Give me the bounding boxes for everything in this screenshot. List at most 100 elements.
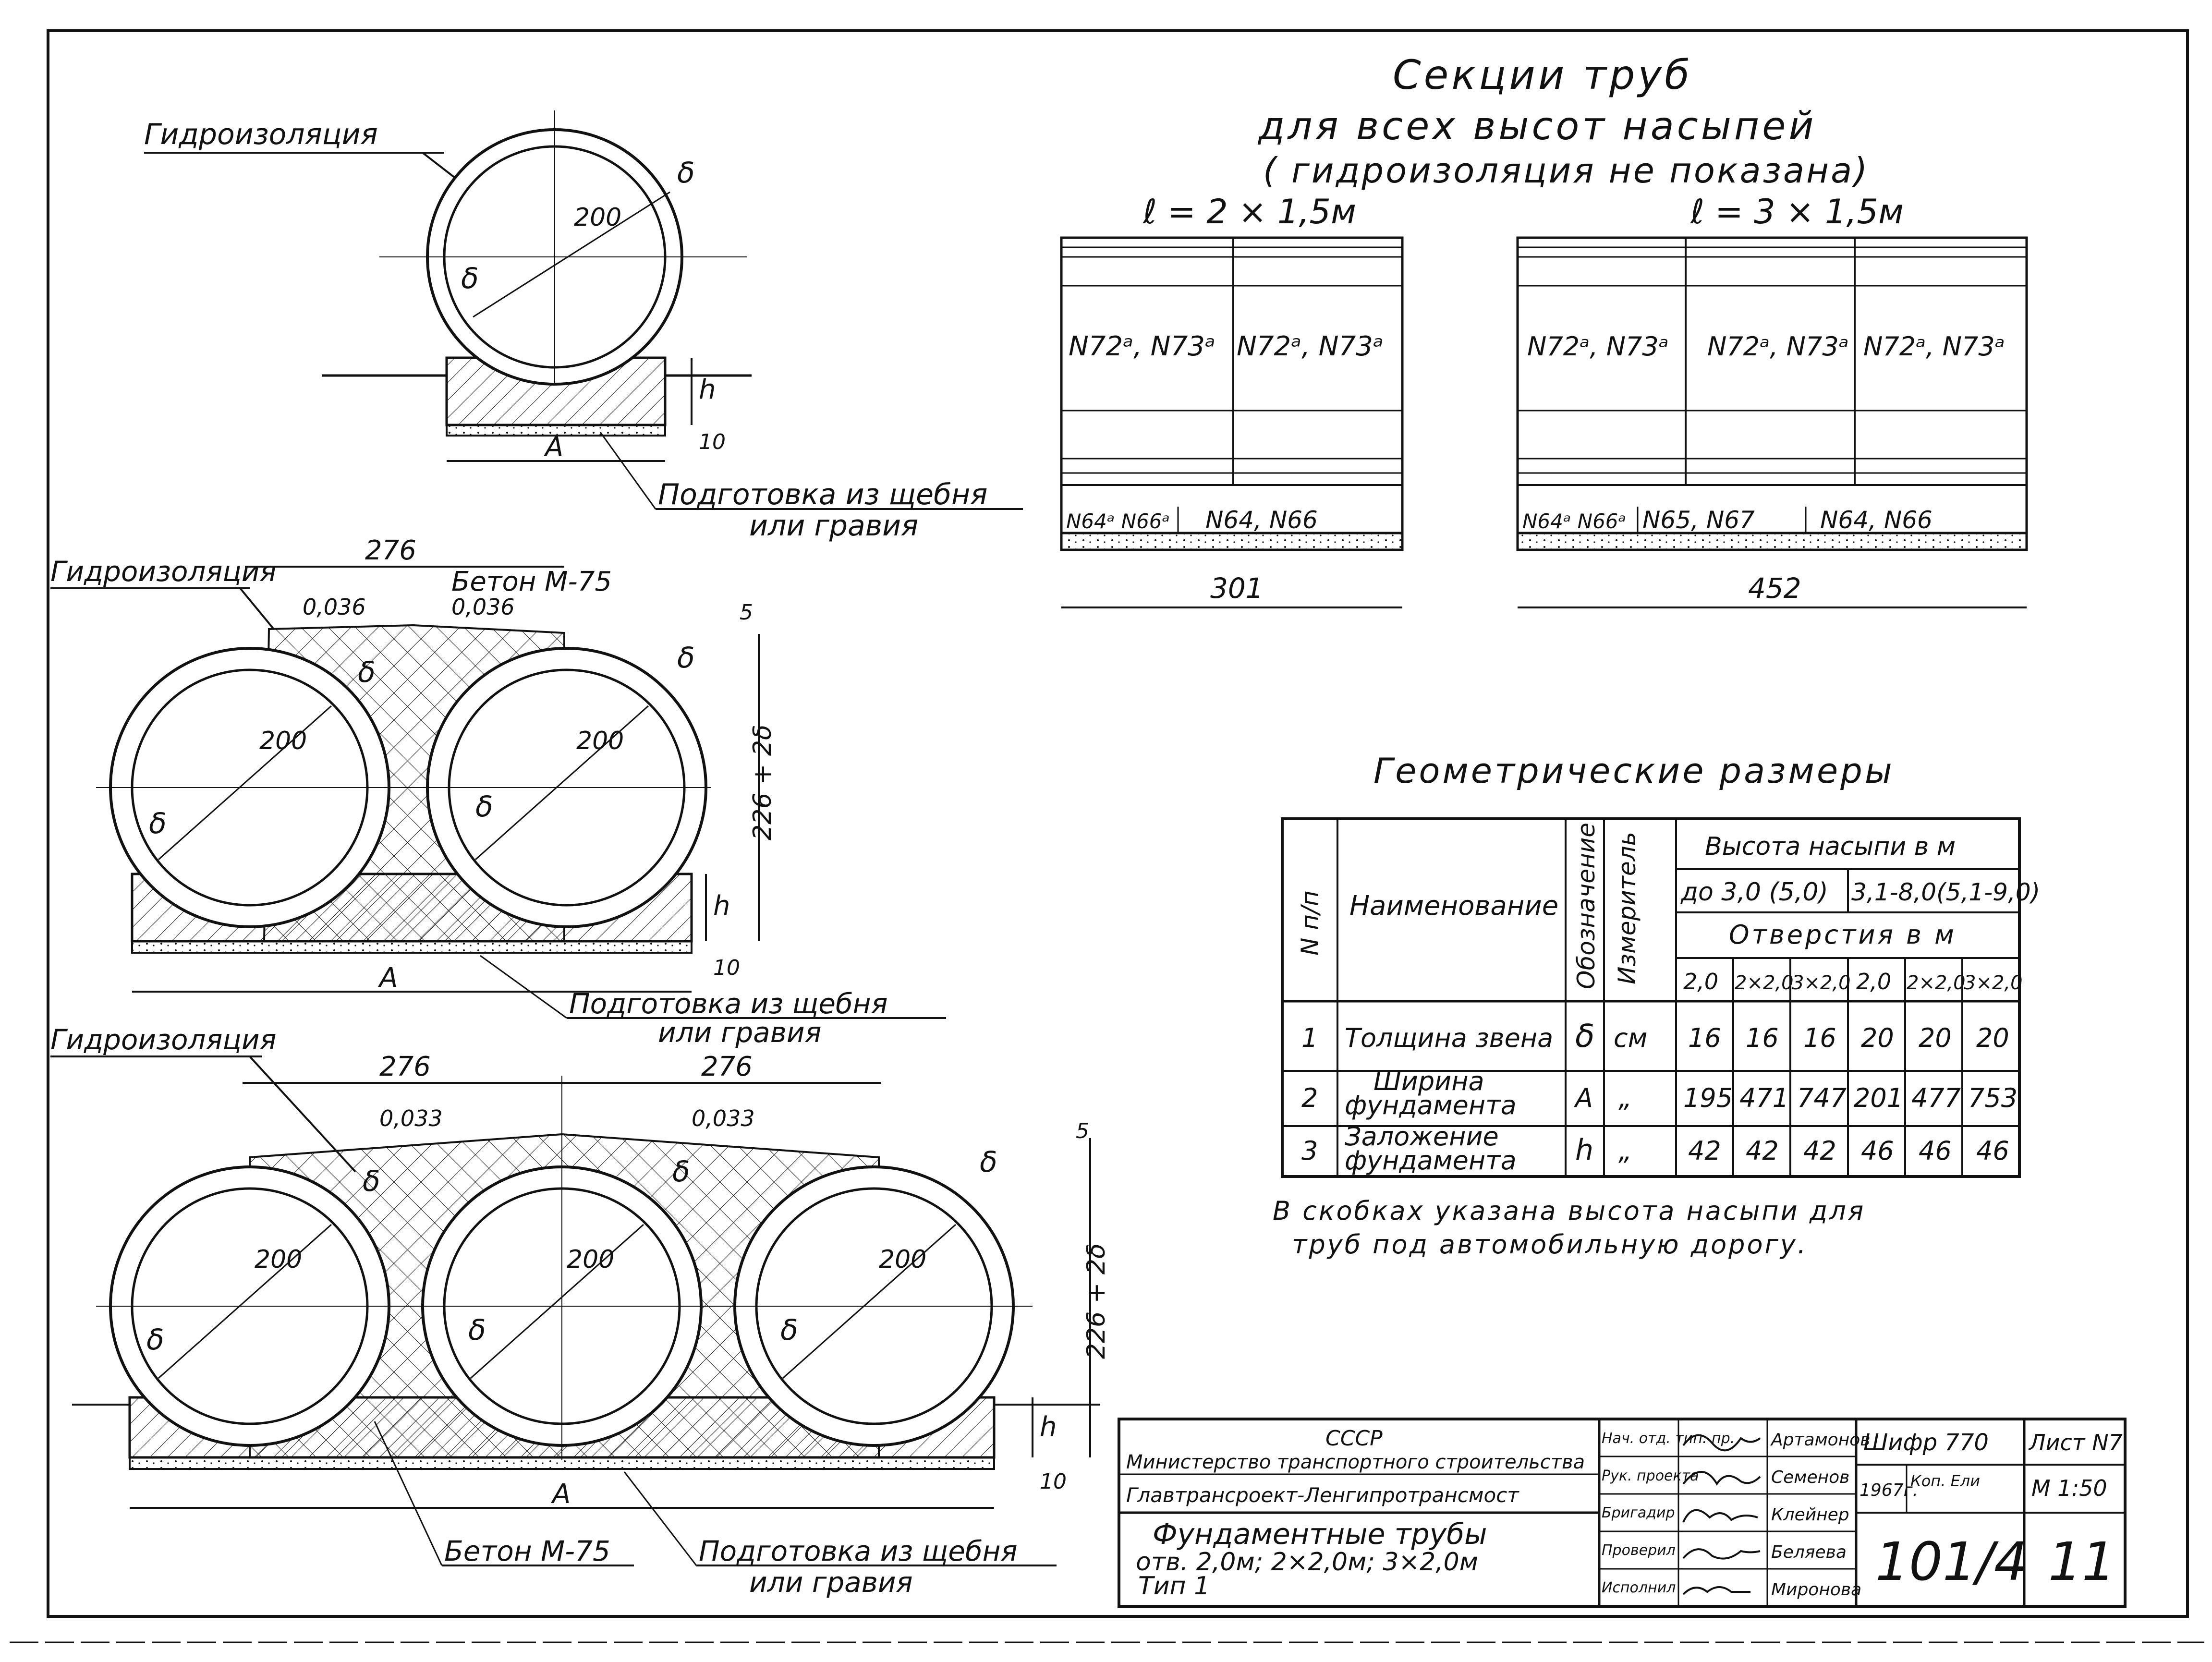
hydro-label-3: Гидроизоляция bbox=[50, 1023, 276, 1056]
geometry-table: Геометрические размеры N п/п Наименовани… bbox=[1273, 751, 2040, 1260]
geom-sub-5: 2×2,0 bbox=[1907, 972, 1966, 994]
prep-label-1: Подготовка из щебня bbox=[658, 478, 987, 511]
stamp-year: 1967г. bbox=[1860, 1480, 1918, 1500]
prep-leader-1 bbox=[599, 432, 656, 510]
geom-r1-v2: 16 bbox=[1746, 1023, 1779, 1053]
geom-h-num: N п/п bbox=[1296, 890, 1324, 956]
left-cell-1: N72ᵃ, N73ᵃ bbox=[1069, 331, 1215, 362]
left-bottom-1: N64ᵃ N66ᵃ bbox=[1066, 510, 1170, 533]
geom-r1-v3: 16 bbox=[1803, 1023, 1836, 1053]
slope-2b: 0,036 bbox=[451, 594, 515, 620]
right-bottom-3: N64, N66 bbox=[1820, 506, 1932, 534]
stamp-title-1: Фундаментные трубы bbox=[1153, 1517, 1487, 1551]
stamp-name-5: Миронова bbox=[1771, 1580, 1861, 1600]
right-cell-2: N72ᵃ, N73ᵃ bbox=[1707, 331, 1849, 362]
geom-r1-n: 1 bbox=[1301, 1023, 1318, 1053]
geom-r1-v4: 20 bbox=[1861, 1023, 1894, 1053]
stamp-code: 101/4 bbox=[1875, 1531, 2028, 1592]
dim-height-label-2: 226 + 2δ bbox=[748, 725, 777, 840]
diam-label-3a: 200 bbox=[255, 1245, 302, 1274]
pipe-sections-block: Секции труб для всех высот насыпей ( гид… bbox=[1060, 51, 2028, 608]
diam-label-3c: 200 bbox=[879, 1245, 926, 1274]
stamp-name-1: Артамонов bbox=[1770, 1430, 1870, 1450]
geom-r2-v1: 195 bbox=[1683, 1083, 1733, 1113]
geom-subheads: 2,0 2×2,0 3×2,0 2,0 2×2,0 3×2,0 bbox=[1683, 969, 2023, 995]
diam-label-2a: 200 bbox=[259, 727, 307, 755]
dim-5-2: 5 bbox=[740, 600, 753, 625]
geom-r1-v1: 16 bbox=[1688, 1023, 1721, 1053]
delta-2c: δ bbox=[149, 807, 167, 840]
geom-r1-v6: 20 bbox=[1976, 1023, 2009, 1053]
concrete-label-3: Бетон М-75 bbox=[444, 1535, 610, 1567]
geom-r1-name: Толщина звена bbox=[1345, 1023, 1553, 1053]
delta-3d: δ bbox=[146, 1323, 164, 1357]
right-cell-1: N72ᵃ, N73ᵃ bbox=[1527, 331, 1669, 362]
right-bottom-2: N65, N67 bbox=[1642, 506, 1755, 534]
stamp-title-2: отв. 2,0м; 2×2,0м; 3×2,0м bbox=[1136, 1548, 1478, 1577]
stamp-ussr: СССР bbox=[1325, 1426, 1383, 1451]
sections-title-1: Секции труб bbox=[1393, 51, 1692, 98]
geom-r3-v3: 42 bbox=[1803, 1136, 1836, 1166]
concrete-leader-3 bbox=[374, 1421, 443, 1566]
geom-r2-unit: „ bbox=[1618, 1083, 1632, 1113]
geom-r1-v5: 20 bbox=[1919, 1023, 1952, 1053]
geom-note-1: В скобках указана высота насыпи для bbox=[1273, 1196, 1865, 1226]
diam-label-3b: 200 bbox=[567, 1245, 614, 1274]
delta-2b: δ bbox=[677, 641, 695, 675]
hydro-label-1: Гидроизоляция bbox=[144, 118, 378, 151]
geom-r3-v6: 46 bbox=[1976, 1136, 2009, 1166]
geom-r2-n: 2 bbox=[1301, 1083, 1318, 1113]
stamp-role-3: Бригадир bbox=[1602, 1504, 1675, 1521]
geom-r3-v2: 42 bbox=[1746, 1136, 1779, 1166]
stamp-org: Главтрансроект-Ленгипротрансмост bbox=[1126, 1483, 1519, 1507]
delta-2a: δ bbox=[358, 655, 376, 689]
stamp-name-2: Семенов bbox=[1771, 1468, 1849, 1487]
delta-3a: δ bbox=[363, 1165, 380, 1198]
right-gravel bbox=[1518, 534, 2027, 548]
left-cell-2: N72ᵃ, N73ᵃ bbox=[1237, 331, 1384, 362]
geom-r2-v6: 753 bbox=[1968, 1083, 2018, 1113]
hydro-leader-2b bbox=[239, 587, 275, 630]
dim-h-label-3: h bbox=[1040, 1411, 1057, 1443]
dim-10-label-1: 10 bbox=[699, 430, 726, 454]
geom-r3-v1: 42 bbox=[1688, 1136, 1721, 1166]
geom-r2-sym: А bbox=[1574, 1083, 1593, 1113]
stamp-sheet: Лист N7 bbox=[2028, 1430, 2123, 1456]
sections-title-2: для всех высот насыпей bbox=[1257, 104, 1816, 148]
dim-A-label-1: А bbox=[544, 432, 563, 463]
stamp-role-2: Рук. проекта bbox=[1602, 1468, 1699, 1484]
diam-leader-2b bbox=[475, 705, 649, 861]
stamp-cipher: Шифр 770 bbox=[1863, 1429, 1989, 1456]
geom-row-2: 2 Ширина фундамента А „ 195 471 747 201 … bbox=[1301, 1066, 2018, 1120]
delta-3b: δ bbox=[672, 1155, 690, 1189]
prep-label-3b: или гравия bbox=[749, 1566, 913, 1599]
geom-r3-v5: 46 bbox=[1919, 1136, 1952, 1166]
right-length-label: ℓ = 3 × 1,5м bbox=[1690, 192, 1904, 231]
signature-4 bbox=[1682, 1548, 1761, 1560]
w276-2: 276 bbox=[365, 535, 416, 566]
geom-r3-name1: Заложение bbox=[1345, 1121, 1499, 1152]
geom-row-1: 1 Толщина звена δ см 16 16 16 20 20 20 bbox=[1301, 1018, 2009, 1055]
w276-3a: 276 bbox=[379, 1051, 431, 1082]
geom-h-unit: Измеритель bbox=[1613, 832, 1641, 984]
geom-table-frame bbox=[1281, 817, 2021, 1178]
geom-h-open: Отверстия в м bbox=[1729, 920, 1957, 950]
stamp-kop: Коп. Ели bbox=[1910, 1472, 1980, 1490]
dim-10-label-3: 10 bbox=[1040, 1469, 1067, 1494]
diam-leader-3b bbox=[470, 1224, 644, 1379]
geom-r1-sym: δ bbox=[1575, 1018, 1594, 1055]
slope-3b: 0,033 bbox=[692, 1105, 755, 1131]
geom-sub-6: 3×2,0 bbox=[1964, 972, 2023, 994]
geom-row-3: 3 Заложение фундамента h „ 42 42 42 46 4… bbox=[1301, 1121, 2009, 1176]
right-section-body bbox=[1516, 236, 2028, 551]
single-pipe-section: Гидроизоляция 200 δ δ А h 10 Подготовка … bbox=[144, 110, 1023, 543]
slope-2a: 0,036 bbox=[303, 594, 366, 620]
geom-r3-v4: 46 bbox=[1861, 1136, 1894, 1166]
signature-3 bbox=[1682, 1509, 1758, 1523]
delta-3c: δ bbox=[980, 1145, 997, 1179]
geom-r2-name1: Ширина bbox=[1373, 1066, 1484, 1096]
geom-h-desig: Обозначение bbox=[1572, 823, 1600, 989]
diam-leader-3a bbox=[158, 1224, 332, 1379]
signature-5 bbox=[1682, 1586, 1750, 1595]
